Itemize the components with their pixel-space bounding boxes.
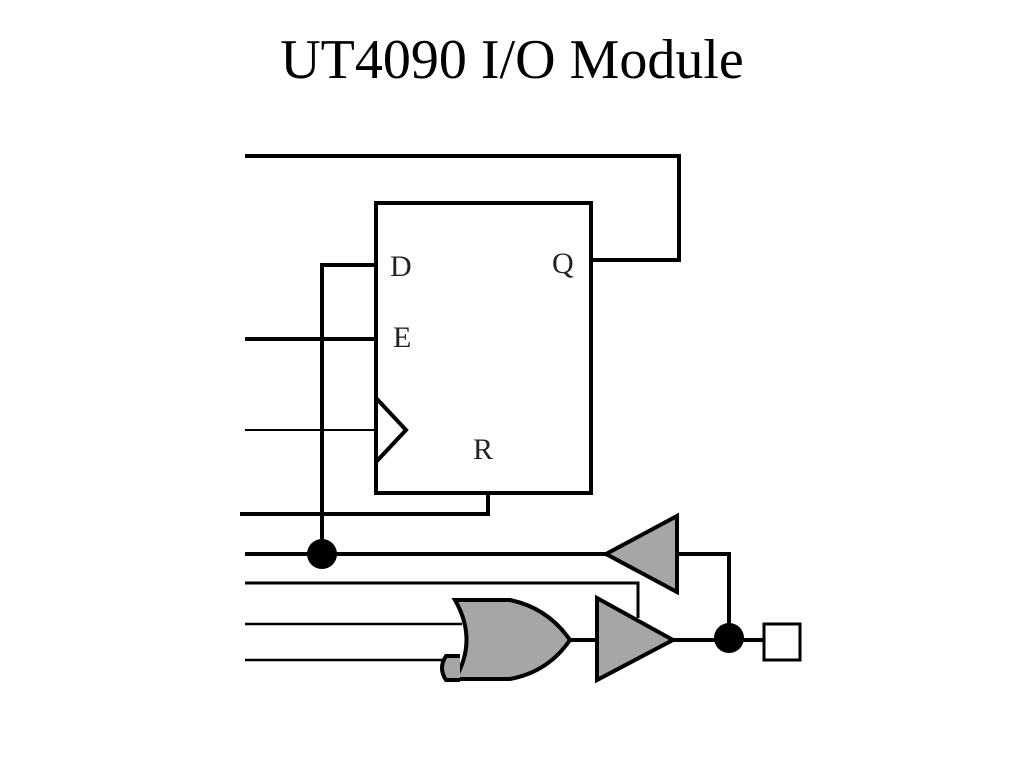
bus-junction-dot (307, 539, 337, 569)
pin-label-r: R (473, 433, 493, 466)
page-title: UT4090 I/O Module (280, 29, 744, 91)
reset-wire (240, 493, 490, 516)
io-pad (762, 622, 802, 662)
d-input-wire (320, 263, 376, 554)
or-gate (451, 598, 573, 681)
flip-flop-box (374, 201, 593, 495)
input-buffer-gate (601, 512, 679, 596)
output-buffer-gate (595, 594, 678, 684)
pad-junction-dot (714, 623, 744, 653)
pad-to-input-buffer-wire (677, 552, 731, 636)
q-feedback-wire (245, 154, 681, 262)
inverter-bubble (440, 654, 460, 682)
pin-label-d: D (390, 250, 412, 283)
clock-input-triangle (374, 396, 409, 464)
pin-label-e: E (393, 321, 411, 354)
output-enable-wire (245, 581, 640, 618)
pin-label-q: Q (552, 247, 574, 280)
